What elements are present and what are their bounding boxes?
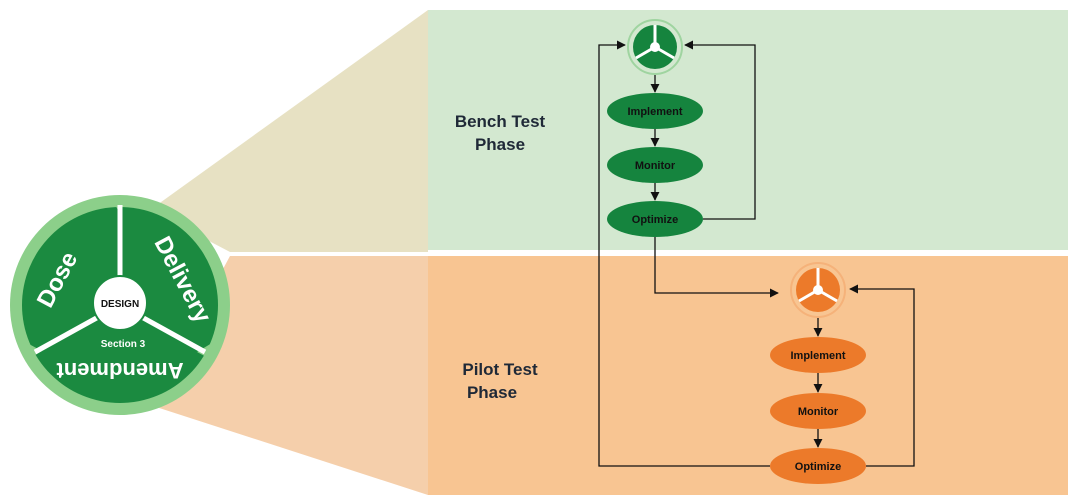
bench-step-optimize: Optimize (607, 201, 703, 237)
bench-cycle-icon (627, 19, 683, 75)
bench-step-implement-label: Implement (627, 106, 682, 118)
pilot-step-monitor-label: Monitor (798, 406, 839, 418)
bench-phase-panel (428, 10, 1068, 250)
bench-step-monitor: Monitor (607, 147, 703, 183)
bench-feedback-arrow (684, 40, 756, 220)
bench-step-optimize-label: Optimize (632, 214, 678, 226)
wheel-ring-arrow-top (111, 197, 127, 212)
bench-phase-label-line1: Bench Test (455, 112, 546, 131)
wheel-segment-amendment: Amendment (56, 358, 184, 383)
wheel-ring-arrow-left (27, 343, 42, 360)
bench-step-implement: Implement (607, 93, 703, 129)
pilot-step-optimize: Optimize (770, 448, 866, 484)
zoom-beam-upper (150, 10, 428, 252)
wheel-center-label: DESIGN (101, 299, 139, 310)
pilot-step-monitor: Monitor (770, 393, 866, 429)
bench-step-monitor-label: Monitor (635, 160, 676, 172)
wheel-hub (92, 275, 148, 331)
pilot-phase-panel (428, 256, 1068, 495)
design-wheel: DESIGN Dose Delivery Section 3 Amendment (10, 195, 230, 415)
pilot-step-optimize-label: Optimize (795, 461, 841, 473)
bench-phase-label-line2: Phase (475, 135, 525, 154)
bench-to-pilot-arrow (654, 237, 779, 298)
pilot-cycle-icon (790, 262, 846, 318)
pilot-phase-label-line1: Pilot Test (462, 360, 538, 379)
pilot-feedback-arrow (849, 284, 915, 467)
pilot-step-implement-label: Implement (790, 350, 845, 362)
pilot-to-bench-feedback-arrow (598, 40, 770, 467)
pilot-step-implement: Implement (770, 337, 866, 373)
pilot-phase-label-line2: Phase (467, 383, 517, 402)
wheel-section-label: Section 3 (101, 339, 146, 350)
